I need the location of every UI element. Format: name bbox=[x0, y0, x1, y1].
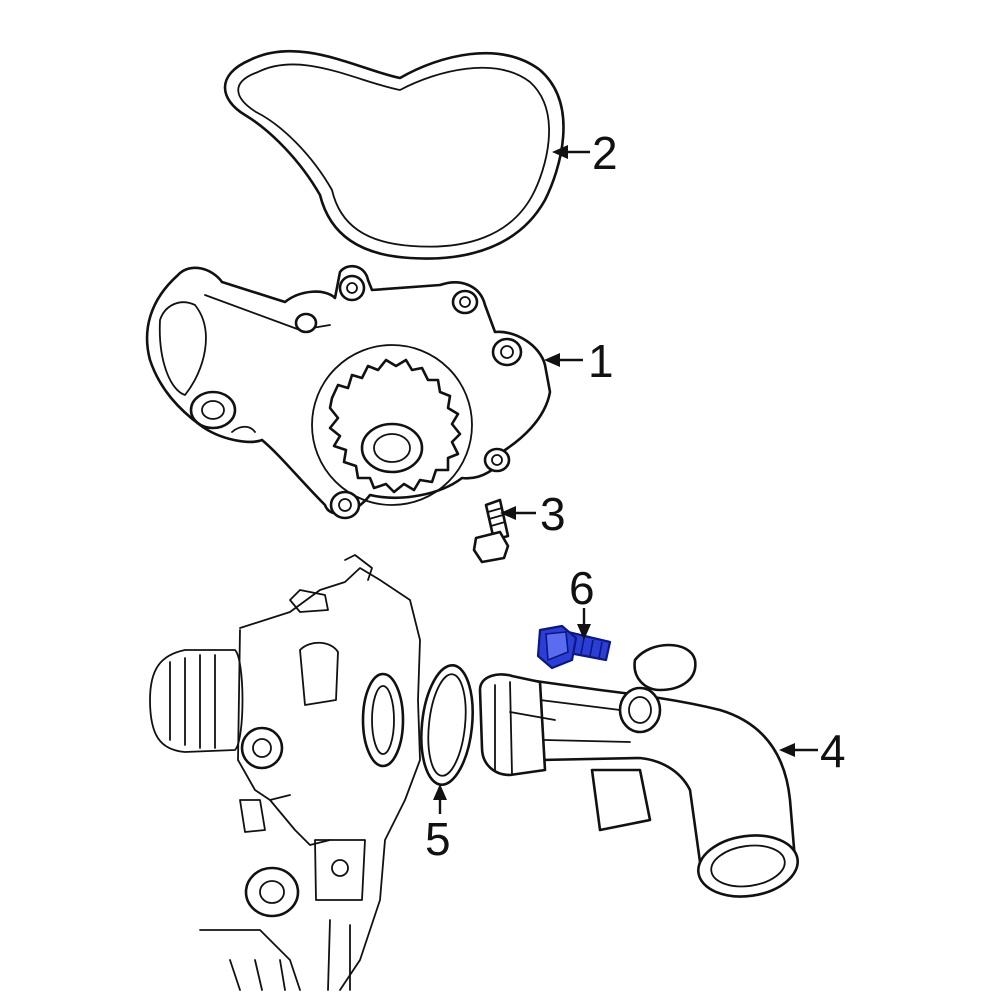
callout-4: 4 bbox=[779, 725, 846, 777]
engine-block bbox=[149, 554, 421, 991]
callout-5: 5 bbox=[425, 784, 451, 865]
callout-2: 2 bbox=[552, 127, 618, 179]
o-ring[interactable] bbox=[416, 663, 478, 788]
highlighted-bolt[interactable] bbox=[536, 624, 612, 670]
callout-5-label: 5 bbox=[425, 813, 451, 865]
callout-2-label: 2 bbox=[592, 127, 618, 179]
callout-3-label: 3 bbox=[540, 488, 566, 540]
callout-6: 6 bbox=[569, 562, 595, 640]
callout-1-label: 1 bbox=[588, 335, 614, 387]
coolant-inlet-tube[interactable] bbox=[478, 643, 802, 903]
callout-3: 3 bbox=[500, 488, 566, 540]
water-pump[interactable] bbox=[145, 264, 552, 520]
callout-6-label: 6 bbox=[569, 562, 595, 614]
callout-4-label: 4 bbox=[820, 725, 846, 777]
callout-1: 1 bbox=[544, 335, 614, 387]
water-pump-gasket[interactable] bbox=[223, 49, 565, 260]
water-pump-stud[interactable] bbox=[472, 498, 510, 564]
